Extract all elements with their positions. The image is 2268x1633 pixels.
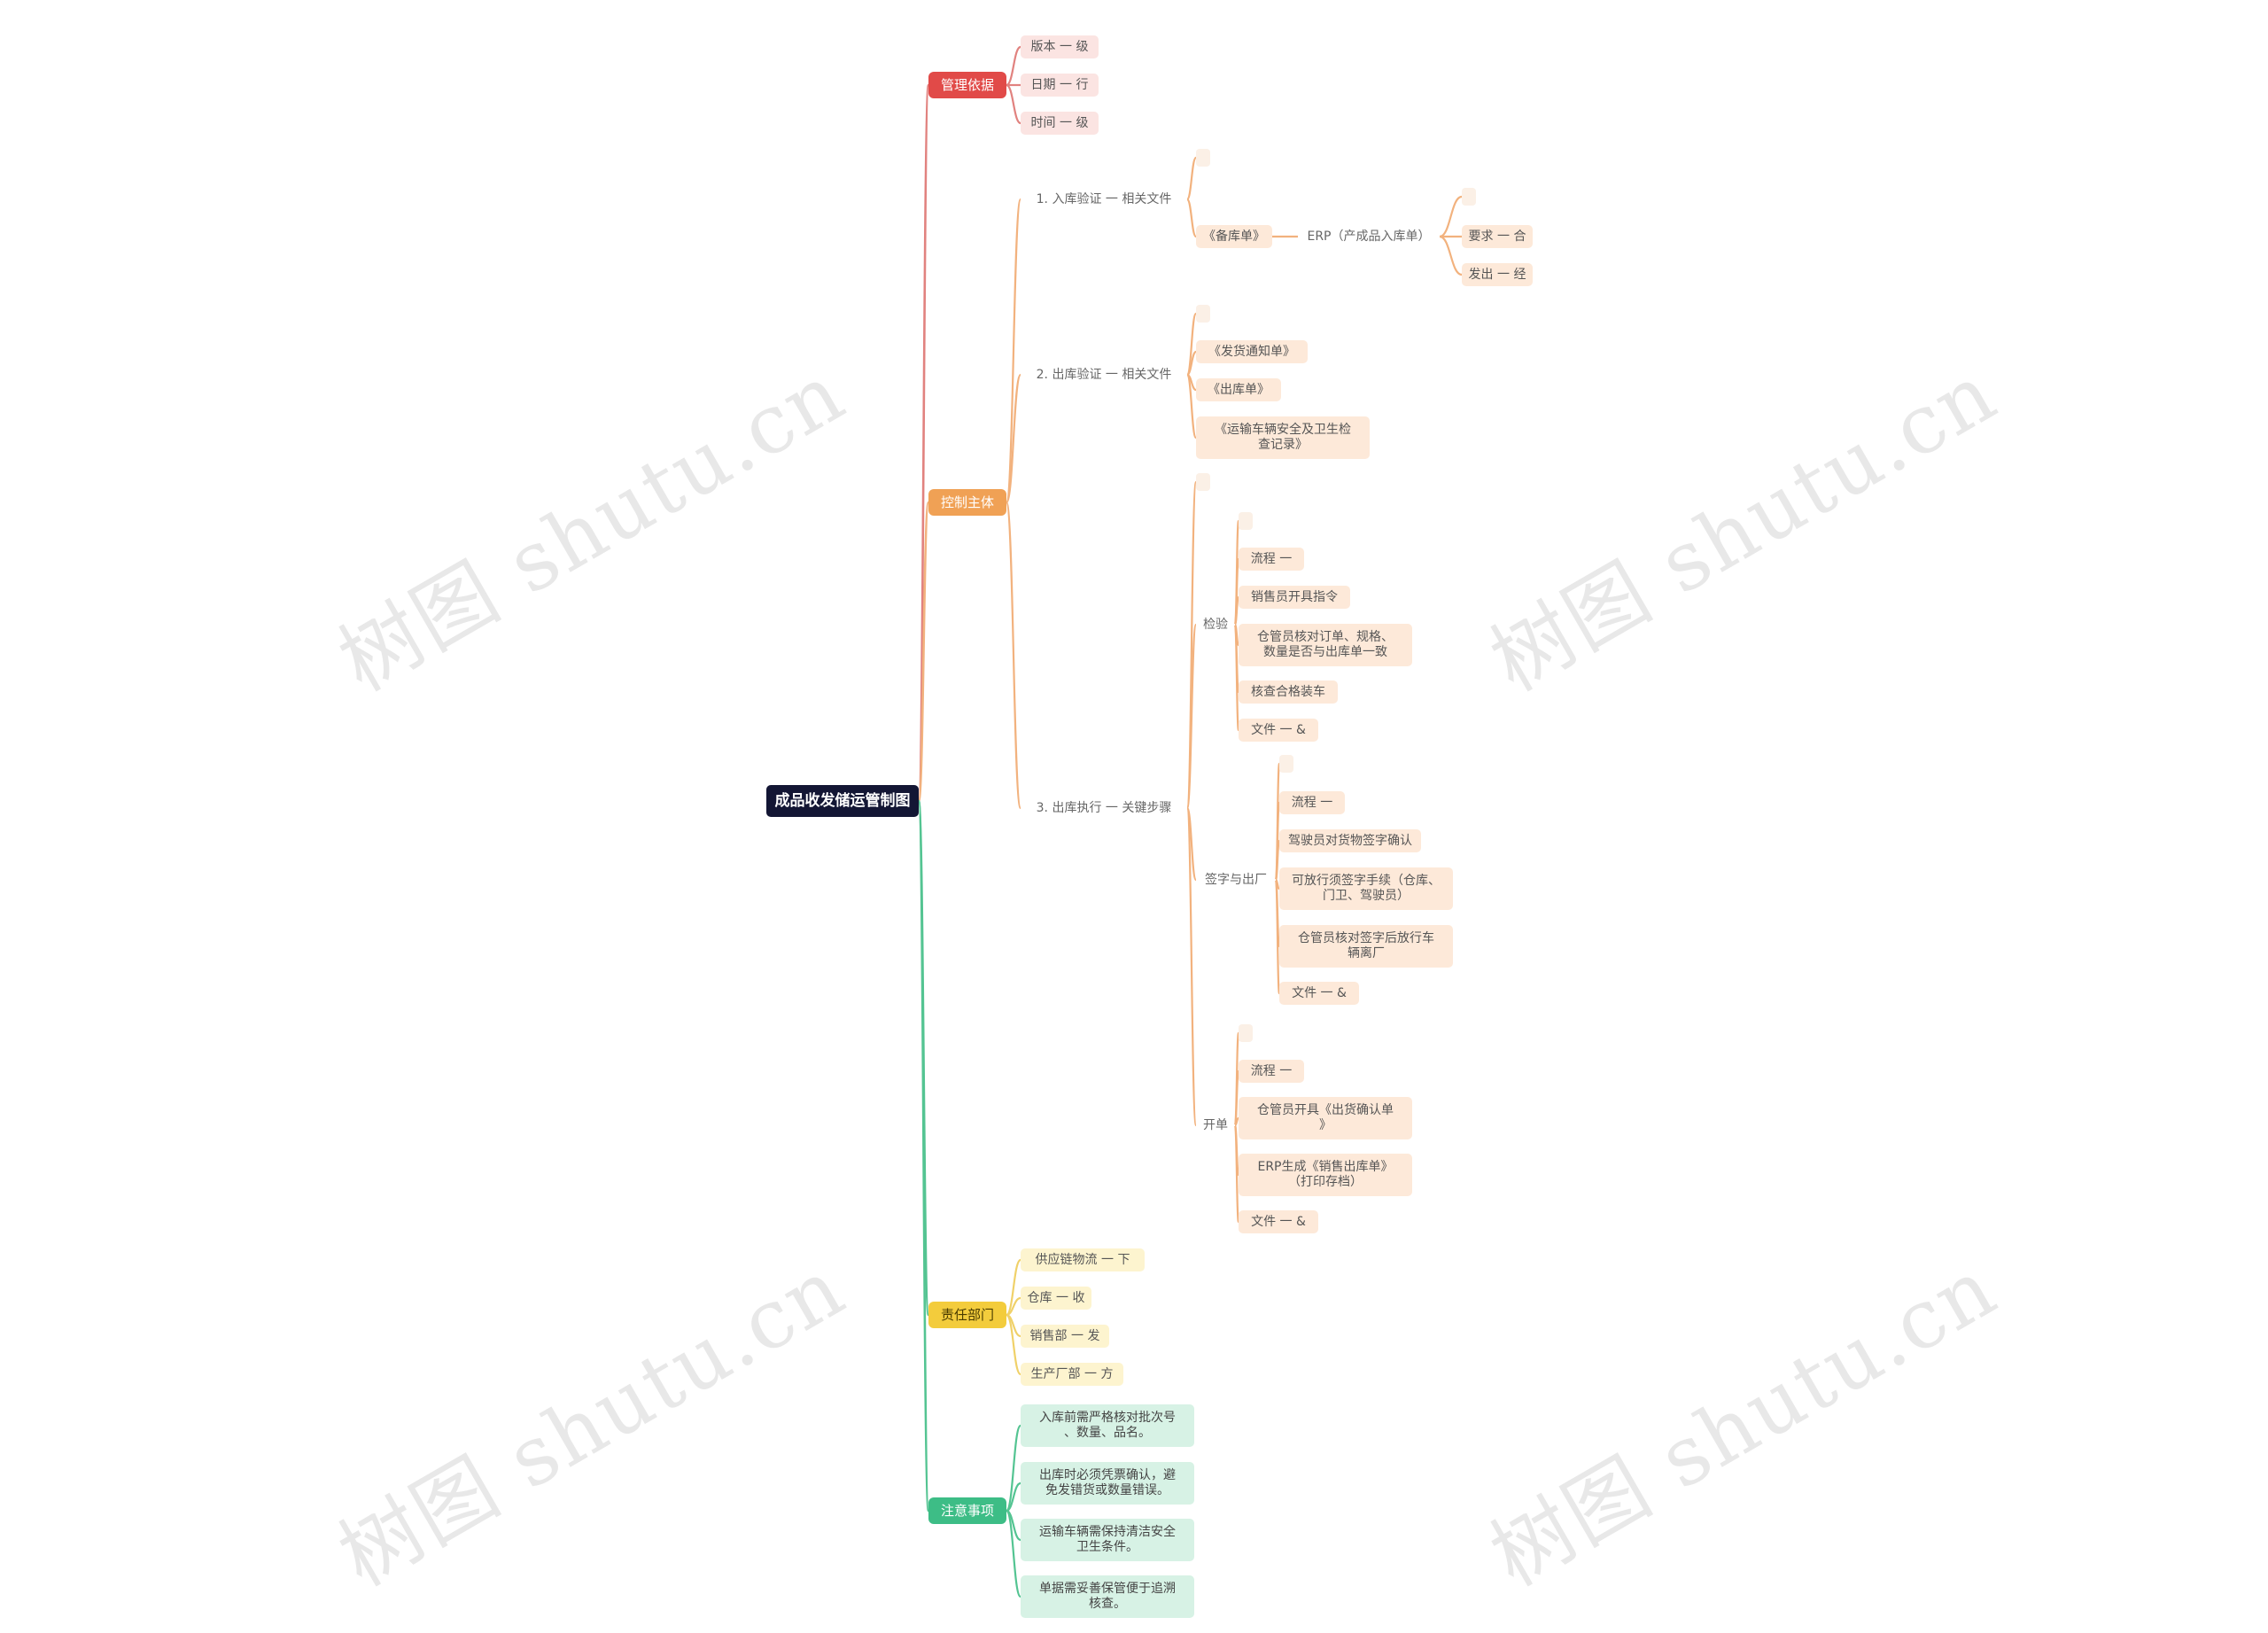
connector <box>1439 235 1463 276</box>
connector <box>1005 373 1022 504</box>
outbound-doc[interactable]: 《发货通知单》 <box>1196 340 1308 363</box>
branch-notes[interactable]: 注意事项 <box>928 1497 1006 1524</box>
management-item[interactable]: 时间 一 级 <box>1021 112 1099 135</box>
note-item[interactable]: 运输车辆需保持清洁安全 卫生条件。 <box>1021 1519 1194 1561</box>
department-item[interactable]: 生产厂部 一 方 <box>1021 1363 1123 1386</box>
release-item[interactable]: 文件 一 & <box>1279 982 1359 1005</box>
warehousing-node[interactable]: 1. 入库验证 一 相关文件 <box>1036 191 1172 206</box>
note-item[interactable]: 入库前需严格核对批次号 、数量、品名。 <box>1021 1404 1194 1447</box>
connector <box>917 501 930 803</box>
connector <box>1005 501 1022 810</box>
empty-node <box>1279 755 1293 773</box>
inspection-item[interactable]: 流程 一 <box>1239 548 1304 571</box>
connector <box>1274 878 1281 995</box>
warehousing-erp[interactable]: ERP（产成品入库单） <box>1307 229 1431 244</box>
connector <box>917 799 930 1512</box>
branch-departments[interactable]: 责任部门 <box>928 1302 1006 1328</box>
empty-node <box>1196 473 1210 491</box>
connector <box>1185 480 1198 810</box>
inspection-item[interactable]: 销售员开具指令 <box>1239 586 1350 609</box>
connector <box>1185 806 1198 1127</box>
billing-item[interactable]: ERP生成《销售出库单》 （打印存档） <box>1239 1154 1412 1196</box>
branch-process[interactable]: 控制主体 <box>928 489 1006 516</box>
connector <box>1233 1124 1240 1224</box>
note-item[interactable]: 出库时必须凭票确认，避 免发错货或数量错误。 <box>1021 1462 1194 1505</box>
connector <box>1005 1313 1022 1376</box>
release-item[interactable]: 可放行须签字手续（仓库、 门卫、驾驶员） <box>1279 867 1453 910</box>
outbound-doc[interactable]: 《运输车辆安全及卫生检 查记录》 <box>1196 416 1370 459</box>
connector <box>1005 1509 1022 1598</box>
management-item[interactable]: 版本 一 级 <box>1021 35 1099 58</box>
release-item[interactable]: 驾驶员对货物签字确认 <box>1279 829 1421 852</box>
empty-node <box>1239 1024 1253 1042</box>
connector <box>1006 83 1021 125</box>
warehousing-sub[interactable]: 发出 一 经 <box>1462 263 1533 286</box>
branch-management[interactable]: 管理依据 <box>928 72 1006 98</box>
inspection-item[interactable]: 仓管员核对订单、规格、 数量是否与出库单一致 <box>1239 624 1412 666</box>
empty-node <box>1196 305 1210 323</box>
empty-node <box>1196 149 1210 167</box>
management-item[interactable]: 日期 一 行 <box>1021 74 1099 97</box>
connector <box>1005 198 1022 504</box>
execution-node[interactable]: 3. 出库执行 一 关键步骤 <box>1036 800 1172 815</box>
connector <box>1274 839 1281 882</box>
connector <box>1006 1481 1021 1512</box>
empty-node <box>1239 512 1253 530</box>
release-item[interactable]: 流程 一 <box>1279 791 1345 814</box>
department-item[interactable]: 仓库 一 收 <box>1021 1287 1091 1310</box>
note-item[interactable]: 单据需妥善保管便于追溯 核查。 <box>1021 1575 1194 1618</box>
department-item[interactable]: 供应链物流 一 下 <box>1021 1248 1145 1271</box>
root-node[interactable]: 成品收发储运管制图 <box>766 785 919 817</box>
release-item[interactable]: 仓管员核对签字后放行车 辆离厂 <box>1279 925 1453 968</box>
warehousing-doc[interactable]: 《备库单》 <box>1196 225 1272 248</box>
release-node[interactable]: 签字与出厂 <box>1205 872 1267 887</box>
connector <box>1006 45 1021 87</box>
connector <box>1439 195 1463 238</box>
outbound-doc[interactable]: 《出库单》 <box>1196 378 1281 401</box>
billing-item[interactable]: 流程 一 <box>1239 1060 1304 1083</box>
connector <box>1185 156 1198 201</box>
department-item[interactable]: 销售部 一 发 <box>1021 1325 1109 1348</box>
connector <box>1185 373 1198 439</box>
billing-item[interactable]: 仓管员开具《出货确认单 》 <box>1239 1097 1412 1139</box>
connector <box>1233 623 1240 732</box>
billing-node[interactable]: 开单 <box>1203 1117 1228 1132</box>
outbound-node[interactable]: 2. 出库验证 一 相关文件 <box>1036 367 1172 382</box>
empty-node <box>1462 188 1476 206</box>
connector <box>1185 623 1198 810</box>
connector <box>1005 1424 1022 1512</box>
inspection-node[interactable]: 检验 <box>1203 617 1228 632</box>
connector <box>1185 198 1198 238</box>
inspection-item[interactable]: 核查合格装车 <box>1239 680 1338 704</box>
connector <box>1185 806 1198 882</box>
inspection-item[interactable]: 文件 一 & <box>1239 719 1318 742</box>
warehousing-sub[interactable]: 要求 一 合 <box>1462 225 1533 248</box>
billing-item[interactable]: 文件 一 & <box>1239 1210 1318 1233</box>
